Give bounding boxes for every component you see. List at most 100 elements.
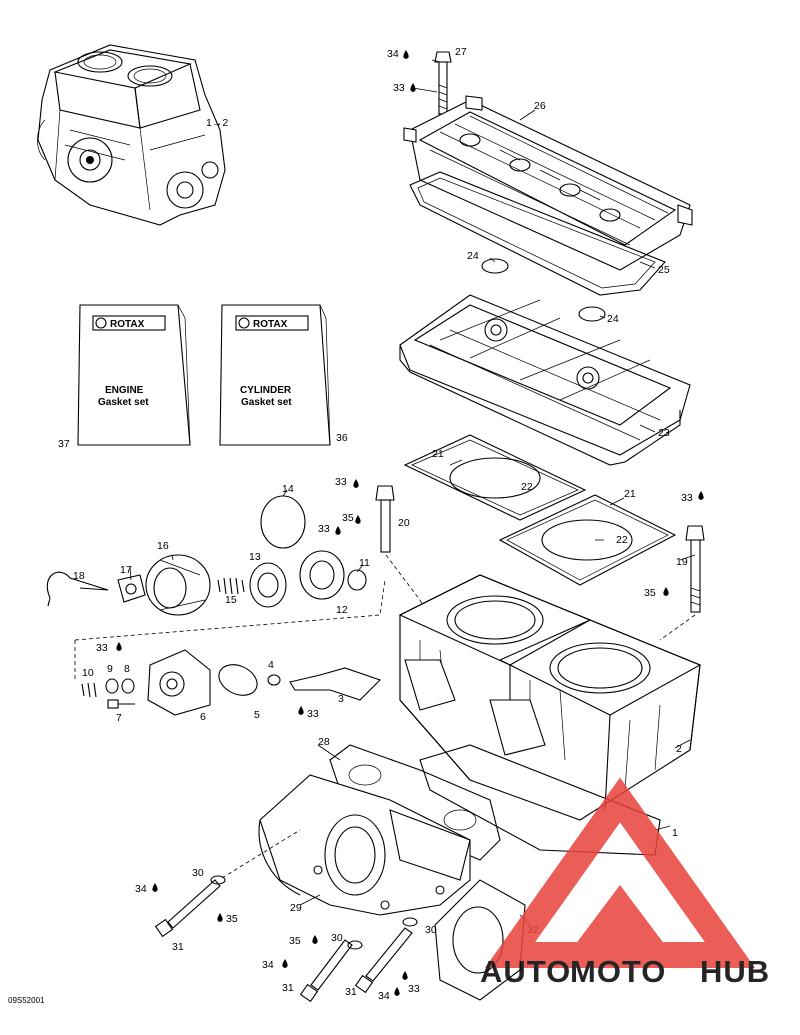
manifold-bolt-31-right <box>354 927 413 994</box>
engine-booklet-title: ENGINE <box>105 385 144 396</box>
callout-labels: 1 2 3 4 5 6 7 8 9 10 11 12 13 14 15 16 1… <box>73 46 693 1002</box>
callout-21b: 21 <box>624 488 636 500</box>
callout-34a: 34 <box>387 48 399 60</box>
callout-35a: 35 <box>342 512 354 524</box>
cylinder-booklet-brand: ROTAX <box>253 319 288 330</box>
drop-icon <box>217 913 223 922</box>
drop-icon <box>152 883 158 892</box>
cylinder-block-2 <box>398 574 702 821</box>
head-gasket-21-left <box>403 434 587 521</box>
callout-33a: 33 <box>393 82 405 94</box>
watermark-triangle-logo <box>484 777 756 968</box>
callout-19: 19 <box>676 556 688 568</box>
watermark-text-auto: AUTO <box>480 954 571 989</box>
callout-31a: 31 <box>172 941 184 953</box>
head-gasket-21-right <box>498 494 677 586</box>
drop-icon <box>353 479 359 488</box>
cover-gasket-25 <box>409 171 666 296</box>
callout-12: 12 <box>336 604 348 616</box>
washer-30-c <box>402 917 418 927</box>
manifold-bolt-31-center <box>299 939 353 1003</box>
callout-1: 1 <box>672 827 678 839</box>
callout-33f: 33 <box>307 708 319 720</box>
valve-cover-16 <box>145 554 211 616</box>
engine-booklet-subtitle: Gasket set <box>98 397 149 408</box>
callout-22b: 22 <box>616 534 628 546</box>
exhaust-manifold-29 <box>258 774 471 916</box>
valve-housing-13 <box>249 562 287 608</box>
callout-9: 9 <box>107 663 113 675</box>
automotohub-watermark: AUTO MOTO HUB <box>480 777 769 989</box>
callout-33b: 33 <box>335 476 347 488</box>
reference-code: 09S52001 <box>8 996 45 1005</box>
drop-icon <box>116 642 122 651</box>
callout-23: 23 <box>658 427 670 439</box>
o-ring-8 <box>121 678 135 694</box>
leader-lines <box>129 59 696 926</box>
callout-33e: 33 <box>96 642 108 654</box>
engine-note: 1→2 <box>206 117 228 129</box>
drop-icon <box>410 83 416 92</box>
drop-icon <box>282 959 288 968</box>
o-ring-24-left <box>481 258 509 274</box>
callout-36: 36 <box>336 432 348 444</box>
o-ring-24-right <box>578 306 606 322</box>
callout-3: 3 <box>338 693 344 705</box>
cylinder-head-cover-26 <box>403 95 693 271</box>
callout-16: 16 <box>157 540 169 552</box>
callout-4: 4 <box>268 659 274 671</box>
cylinder-gasket-set-booklet: ROTAX CYLINDER Gasket set <box>219 304 331 446</box>
callout-8: 8 <box>124 663 130 675</box>
callout-24b: 24 <box>607 313 619 325</box>
washer-9 <box>105 678 119 694</box>
drop-icon <box>394 987 400 996</box>
gasket-5 <box>218 664 258 696</box>
callout-10: 10 <box>82 667 94 679</box>
callout-30a: 30 <box>192 867 204 879</box>
callout-34d: 34 <box>378 990 390 1002</box>
cable-spring-18 <box>46 571 109 607</box>
valve-3 <box>289 667 382 701</box>
callout-27: 27 <box>455 46 467 58</box>
callout-5: 5 <box>254 709 260 721</box>
callout-37: 37 <box>58 438 70 450</box>
callout-17: 17 <box>120 564 132 576</box>
drop-icon <box>298 706 304 715</box>
callout-15: 15 <box>225 594 237 606</box>
cylinder-booklet-title: CYLINDER <box>240 385 292 396</box>
callout-34b: 34 <box>135 883 147 895</box>
drop-icon <box>355 515 361 524</box>
callout-33c: 33 <box>318 523 330 535</box>
callout-34c: 34 <box>262 959 274 971</box>
drop-icon <box>335 526 341 535</box>
callout-22a: 22 <box>521 481 533 493</box>
drop-icon <box>698 491 704 500</box>
lubricant-drop-icons <box>116 50 704 996</box>
callout-31b: 31 <box>282 982 294 994</box>
watermark-text-moto: MOTO <box>570 954 666 989</box>
callout-11: 11 <box>359 557 370 569</box>
callout-21a: 21 <box>432 448 444 460</box>
drop-icon <box>403 50 409 59</box>
callout-33d: 33 <box>681 492 693 504</box>
head-bolt-20 <box>375 485 395 553</box>
drop-icon <box>312 935 318 944</box>
engine-assembly-illustration <box>37 44 226 226</box>
callout-24a: 24 <box>467 250 479 262</box>
callout-30b: 30 <box>331 932 343 944</box>
callout-2: 2 <box>676 743 682 755</box>
watermark-triangle-inner <box>575 885 665 945</box>
manifold-bolt-31-left <box>154 879 221 938</box>
callout-20: 20 <box>398 517 410 529</box>
callout-35b: 35 <box>644 587 656 599</box>
drop-icon <box>663 587 669 596</box>
engine-gasket-set-booklet: ROTAX ENGINE Gasket set <box>77 304 191 446</box>
callout-18: 18 <box>73 570 85 582</box>
valve-piston-17 <box>117 574 146 603</box>
washer-30-a <box>210 875 226 885</box>
rave-assembly-outline <box>74 579 386 641</box>
o-ring-14 <box>260 495 306 549</box>
callout-14: 14 <box>282 483 294 495</box>
